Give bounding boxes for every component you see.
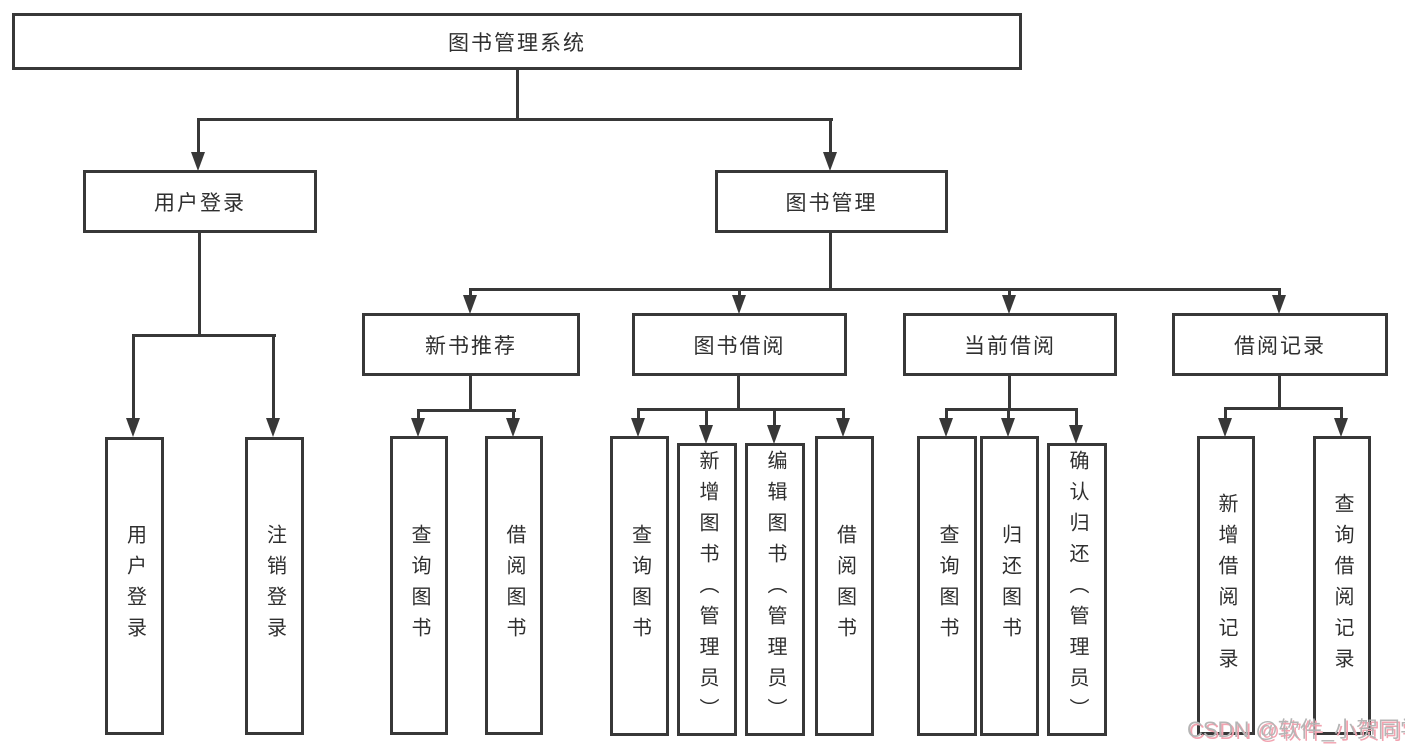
leaf-edit-book-admin: 编辑图书（管理员） <box>745 443 805 736</box>
leaf-logout: 注销登录 <box>245 437 304 735</box>
node-borrow-records: 借阅记录 <box>1172 313 1388 376</box>
leaf-query-books-2: 查询图书 <box>610 436 669 736</box>
arrowhead-editbook <box>767 425 781 444</box>
node-book-borrow: 图书借阅 <box>632 313 847 376</box>
connector-drop-query3 <box>945 408 948 419</box>
connector-drop-borrow1 <box>512 409 515 420</box>
arrowhead-addbook <box>699 425 713 444</box>
node-root: 图书管理系统 <box>12 13 1022 70</box>
arrowhead-addrecord <box>1218 418 1232 437</box>
arrowhead-borrow <box>732 295 746 314</box>
connector-currentborrow-stem <box>1008 376 1011 411</box>
connector-userlogin-split <box>133 334 276 337</box>
csdn-watermark: CSDN @软件_小贺同学 <box>1187 717 1405 742</box>
leaf-confirm-return-admin: 确认归还（管理员） <box>1047 443 1107 736</box>
connector-drop-current <box>1008 288 1011 298</box>
leaf-borrow-books-2: 借阅图书 <box>815 436 874 736</box>
leaf-user-login: 用户登录 <box>105 437 164 735</box>
connector-drop-user-login <box>197 118 200 154</box>
arrowhead-query1 <box>411 418 425 437</box>
leaf-query-books-1: 查询图书 <box>390 436 448 735</box>
arrowhead-queryrecord <box>1334 418 1348 437</box>
node-current-borrow: 当前借阅 <box>903 313 1117 376</box>
connector-drop-borrow <box>738 288 741 298</box>
connector-bookborrow-stem <box>737 376 740 411</box>
arrowhead-recommend <box>463 295 477 314</box>
connector-drop-query1 <box>417 409 420 420</box>
arrowhead-borrow1 <box>506 418 520 437</box>
leaf-return-book: 归还图书 <box>980 436 1039 736</box>
connector-drop-book-mgmt <box>829 118 832 154</box>
connector-bookmgmt-split <box>470 288 1281 291</box>
arrowhead-leaf-login <box>126 418 140 437</box>
arrowhead-query3 <box>939 418 953 437</box>
arrowhead-records <box>1272 295 1286 314</box>
arrowhead-leaf-logout <box>266 418 280 437</box>
connector-drop-recommend <box>469 288 472 298</box>
connector-recommend-stem <box>469 376 472 412</box>
connector-drop-borrow2 <box>842 408 845 419</box>
connector-root-stem <box>516 70 519 120</box>
arrowhead-confirm <box>1069 425 1083 444</box>
connector-records-split <box>1225 407 1343 410</box>
node-book-management: 图书管理 <box>715 170 948 233</box>
connector-currentborrow-split <box>946 408 1078 411</box>
connector-bookborrow-split <box>638 408 845 411</box>
connector-records-stem <box>1278 376 1281 410</box>
leaf-add-book-admin: 新增图书（管理员） <box>677 443 737 736</box>
connector-drop-records <box>1278 288 1281 298</box>
leaf-add-borrow-record: 新增借阅记录 <box>1197 436 1255 735</box>
connector-drop-queryrecord <box>1340 407 1343 419</box>
connector-drop-return <box>1007 408 1010 419</box>
arrowhead-borrow2 <box>836 418 850 437</box>
connector-bookmgmt-stem <box>829 233 832 291</box>
connector-recommend-split <box>418 409 516 412</box>
node-user-login: 用户登录 <box>83 170 317 233</box>
arrowhead-return <box>1001 418 1015 437</box>
connector-drop-leaf-logout <box>272 334 275 420</box>
arrowhead-query2 <box>631 418 645 437</box>
arrowhead-user-login <box>191 152 205 171</box>
leaf-query-borrow-record: 查询借阅记录 <box>1313 436 1371 735</box>
arrowhead-book-mgmt <box>823 152 837 171</box>
node-new-book-recommend: 新书推荐 <box>362 313 580 376</box>
connector-userlogin-stem <box>198 233 201 337</box>
leaf-borrow-books-1: 借阅图书 <box>485 436 543 735</box>
connector-drop-query2 <box>637 408 640 419</box>
connector-root-split <box>198 118 833 121</box>
connector-drop-confirm <box>1075 408 1078 425</box>
leaf-query-books-3: 查询图书 <box>917 436 977 736</box>
connector-drop-leaf-login <box>132 334 135 420</box>
connector-drop-editbook <box>773 408 776 425</box>
connector-drop-addbook <box>705 408 708 425</box>
arrowhead-current <box>1002 295 1016 314</box>
connector-drop-addrecord <box>1224 407 1227 419</box>
